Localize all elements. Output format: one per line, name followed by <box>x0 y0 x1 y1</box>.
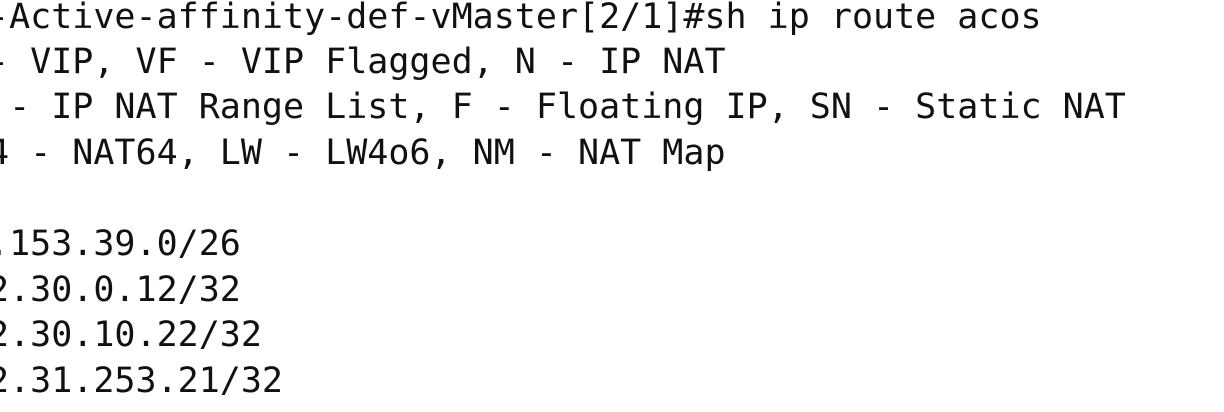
terminal-line-codes-2: - IP NAT Range List, F - Floating IP, SN… <box>0 87 1126 127</box>
terminal-line-command: -Active-affinity-def-vMaster[2/1]#sh ip … <box>0 0 1042 37</box>
route-entry: 2.30.0.12/32 <box>0 270 241 310</box>
terminal-line-codes-1: - VIP, VF - VIP Flagged, N - IP NAT <box>0 42 726 82</box>
route-entry: .153.39.0/26 <box>0 224 241 264</box>
route-entry: 2.30.10.22/32 <box>0 315 262 355</box>
route-entry: 2.31.253.21/32 <box>0 361 284 401</box>
terminal-line-codes-3: 4 - NAT64, LW - LW4o6, NM - NAT Map <box>0 133 726 173</box>
